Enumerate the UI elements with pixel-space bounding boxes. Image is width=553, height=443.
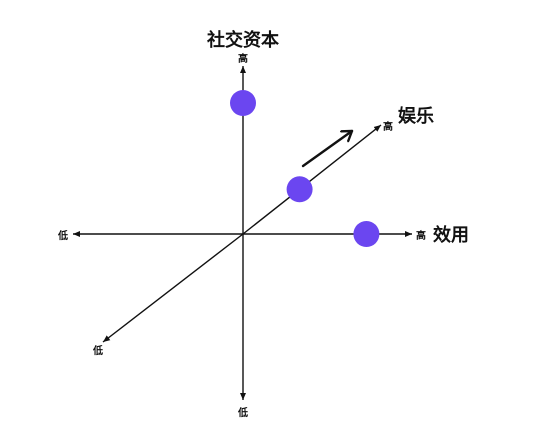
horizontal-high-label: 高 xyxy=(416,229,426,242)
diagonal-low-label: 低 xyxy=(92,344,103,357)
diagonal-axis-up xyxy=(242,124,382,235)
points-layer xyxy=(230,90,380,247)
diagonal-high-label: 高 xyxy=(383,120,393,133)
utility-point xyxy=(353,221,380,247)
vertical-high-label: 高 xyxy=(238,52,248,65)
vertical-axis-title: 社交资本 xyxy=(207,29,279,51)
horizontal-low-label: 低 xyxy=(57,229,68,242)
vertical-low-label: 低 xyxy=(237,406,248,419)
diagonal-axis-down xyxy=(102,233,244,343)
trend-arrow xyxy=(301,129,354,168)
social-capital-point xyxy=(230,90,256,116)
horizontal-axis-title: 效用 xyxy=(433,224,469,246)
diagonal-axis-title: 娱乐 xyxy=(398,105,434,127)
entertainment-point xyxy=(286,176,313,203)
